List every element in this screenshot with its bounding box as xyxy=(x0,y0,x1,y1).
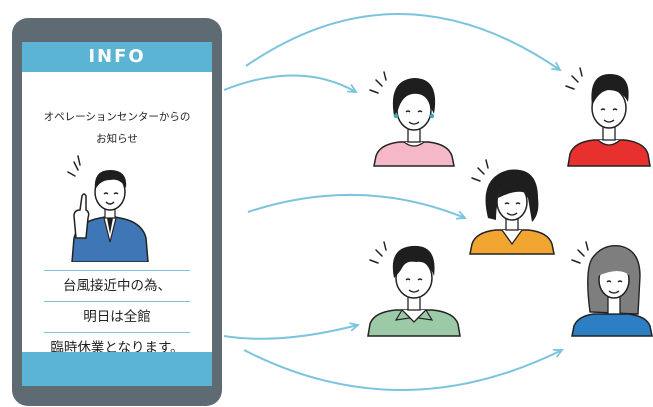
recipient-woman-short-hair xyxy=(366,66,462,167)
person-icon xyxy=(367,241,461,337)
person-icon xyxy=(369,71,455,167)
person-icon xyxy=(469,159,555,255)
recipient-woman-long-hair xyxy=(570,236,653,337)
notice-subtitle: オペレーションセンターからの お知らせ xyxy=(22,106,212,150)
operator-pointing-icon xyxy=(67,155,149,262)
notice-line: 台風接近中の為、 xyxy=(44,270,190,301)
smartphone: INFO オペレーションセンターからの お知らせ xyxy=(12,18,222,406)
arrow-to-man-curly-hair xyxy=(223,325,358,340)
arrow-to-woman-short-hair xyxy=(223,74,356,92)
subtitle-line: お知らせ xyxy=(96,133,138,145)
arrow-to-man-short-hair xyxy=(245,13,560,70)
phone-screen-footer xyxy=(22,352,212,386)
subtitle-line: オペレーションセンターからの xyxy=(43,111,191,123)
phone-screen: INFO オペレーションセンターからの お知らせ xyxy=(22,42,212,386)
recipient-man-curly-hair xyxy=(366,236,462,337)
recipient-woman-wavy-hair xyxy=(468,158,556,255)
person-icon xyxy=(571,241,653,337)
recipient-man-short-hair xyxy=(564,60,653,167)
arrow-to-woman-long-hair xyxy=(243,350,562,391)
arrow-to-woman-wavy-hair xyxy=(247,193,465,218)
notice-message: 台風接近中の為、 明日は全館 臨時休業となります。 xyxy=(44,270,190,364)
info-header: INFO xyxy=(22,42,212,72)
person-icon xyxy=(565,67,651,167)
notice-line: 明日は全館 xyxy=(44,301,190,332)
